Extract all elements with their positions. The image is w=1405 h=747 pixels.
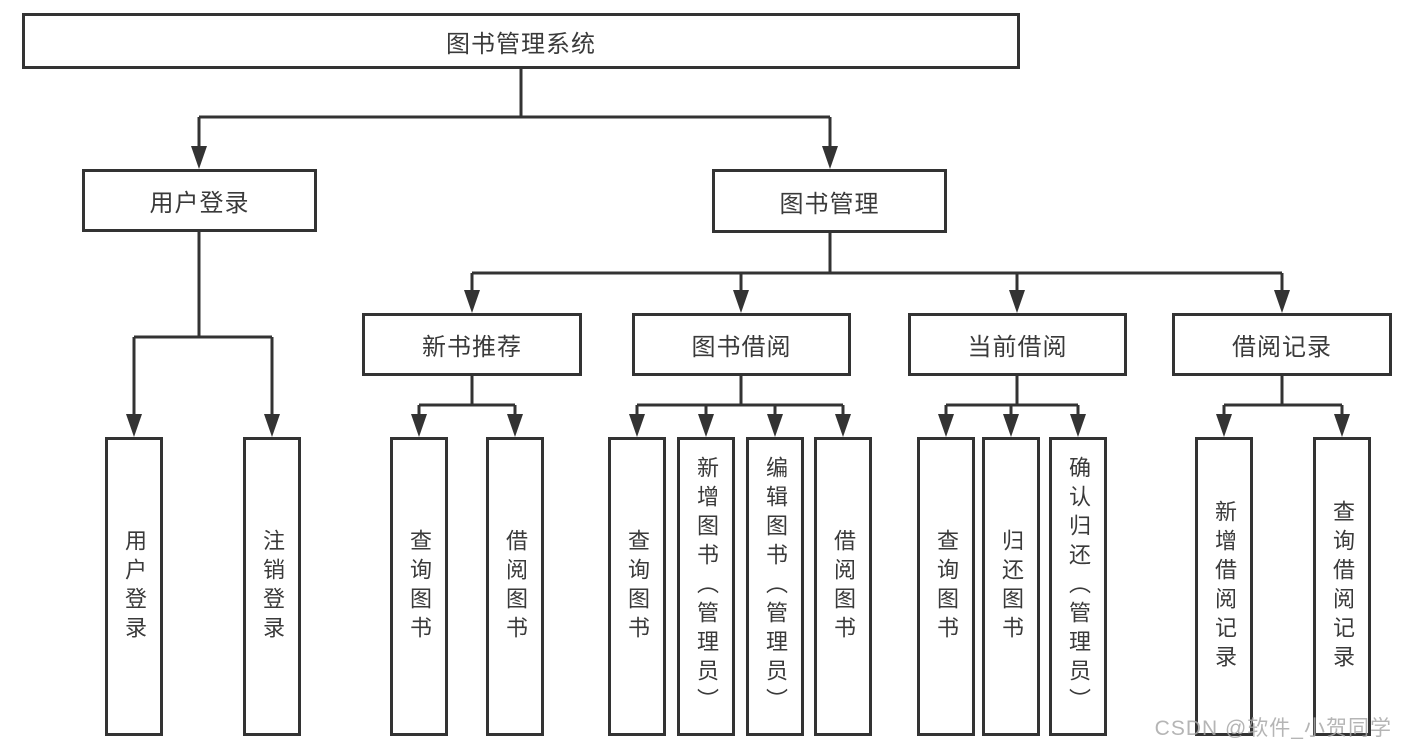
leaf-bb-add: 新增图书（管理员） bbox=[677, 437, 735, 736]
leaf-br-add-label: 新增借阅记录 bbox=[1212, 499, 1237, 674]
leaf-bb-query-label: 查询图书 bbox=[625, 528, 650, 645]
arrowhead-book-mgmt bbox=[822, 146, 838, 169]
node-new-book-rec: 新书推荐 bbox=[362, 313, 582, 376]
arrowhead-new-book bbox=[464, 290, 480, 313]
leaf-cb-return-label: 归还图书 bbox=[999, 528, 1024, 645]
connector-book-mgmt-children bbox=[470, 233, 1284, 292]
arrowhead-bb-add bbox=[698, 414, 714, 437]
node-book-borrow: 图书借阅 bbox=[632, 313, 851, 376]
arrowhead-user-login bbox=[191, 146, 207, 169]
csdn-watermark: CSDN @软件_小贺同学 bbox=[1154, 717, 1392, 740]
leaf-bb-query: 查询图书 bbox=[608, 437, 666, 736]
arrowhead-bb-query bbox=[629, 414, 645, 437]
arrowhead-bb-edit bbox=[767, 414, 783, 437]
arrowhead-nb-borrow bbox=[507, 414, 523, 437]
node-book-borrow-label: 图书借阅 bbox=[691, 334, 792, 361]
arrowhead-book-borrow bbox=[733, 290, 749, 313]
node-new-book-rec-label: 新书推荐 bbox=[422, 334, 522, 361]
arrowhead-br-add bbox=[1216, 414, 1232, 437]
leaf-logout: 注销登录 bbox=[243, 437, 301, 736]
connector-root-to-level1 bbox=[197, 69, 832, 148]
node-root-title: 图书管理系统 bbox=[22, 13, 1020, 69]
arrowhead-cb-query bbox=[938, 414, 954, 437]
node-book-mgmt-label: 图书管理 bbox=[779, 190, 880, 218]
leaf-bb-edit: 编辑图书（管理员） bbox=[746, 437, 804, 736]
node-book-mgmt: 图书管理 bbox=[712, 169, 947, 233]
connector-borrow-records-children bbox=[1222, 376, 1344, 416]
leaf-br-query-label: 查询借阅记录 bbox=[1330, 499, 1355, 674]
node-borrow-records: 借阅记录 bbox=[1172, 313, 1392, 376]
arrowhead-nb-query bbox=[411, 414, 427, 437]
leaf-br-query: 查询借阅记录 bbox=[1313, 437, 1371, 736]
leaf-nb-query: 查询图书 bbox=[390, 437, 448, 736]
arrowheads bbox=[126, 146, 1350, 437]
leaf-bb-add-label: 新增图书（管理员） bbox=[694, 456, 719, 717]
connector-book-borrow-children bbox=[635, 376, 845, 416]
leaf-nb-borrow: 借阅图书 bbox=[486, 437, 544, 736]
connector-current-borrow-children bbox=[944, 376, 1080, 416]
arrowhead-leaf-login bbox=[126, 414, 142, 437]
connector-user-login-children bbox=[132, 232, 274, 416]
leaf-nb-query-label: 查询图书 bbox=[407, 528, 432, 645]
arrowhead-borrow-records bbox=[1274, 290, 1290, 313]
node-user-login-label: 用户登录 bbox=[149, 190, 250, 217]
connector-stems bbox=[132, 69, 1344, 416]
node-current-borrow: 当前借阅 bbox=[908, 313, 1127, 376]
leaf-user-login-label: 用户登录 bbox=[122, 528, 147, 645]
leaf-cb-confirm: 确认归还（管理员） bbox=[1049, 437, 1107, 736]
arrowhead-bb-borrow bbox=[835, 414, 851, 437]
node-current-borrow-label: 当前借阅 bbox=[967, 334, 1068, 361]
leaf-cb-query-label: 查询图书 bbox=[934, 528, 959, 645]
arrowhead-cb-confirm bbox=[1070, 414, 1086, 437]
arrowhead-current-borrow bbox=[1009, 290, 1025, 313]
leaf-nb-borrow-label: 借阅图书 bbox=[503, 528, 528, 645]
leaf-bb-borrow-label: 借阅图书 bbox=[831, 528, 856, 645]
arrowhead-cb-return bbox=[1003, 414, 1019, 437]
node-user-login: 用户登录 bbox=[82, 169, 317, 232]
node-borrow-records-label: 借阅记录 bbox=[1232, 334, 1332, 361]
leaf-cb-confirm-label: 确认归还（管理员） bbox=[1066, 456, 1091, 717]
arrowhead-leaf-logout bbox=[264, 414, 280, 437]
leaf-cb-return: 归还图书 bbox=[982, 437, 1040, 736]
leaf-bb-edit-label: 编辑图书（管理员） bbox=[763, 456, 788, 717]
leaf-bb-borrow: 借阅图书 bbox=[814, 437, 872, 736]
node-root-label: 图书管理系统 bbox=[446, 30, 596, 58]
leaf-br-add: 新增借阅记录 bbox=[1195, 437, 1253, 736]
connector-new-book-children bbox=[417, 376, 517, 416]
leaf-logout-label: 注销登录 bbox=[260, 528, 285, 645]
leaf-user-login: 用户登录 bbox=[105, 437, 163, 736]
leaf-cb-query: 查询图书 bbox=[917, 437, 975, 736]
arrowhead-br-query bbox=[1334, 414, 1350, 437]
